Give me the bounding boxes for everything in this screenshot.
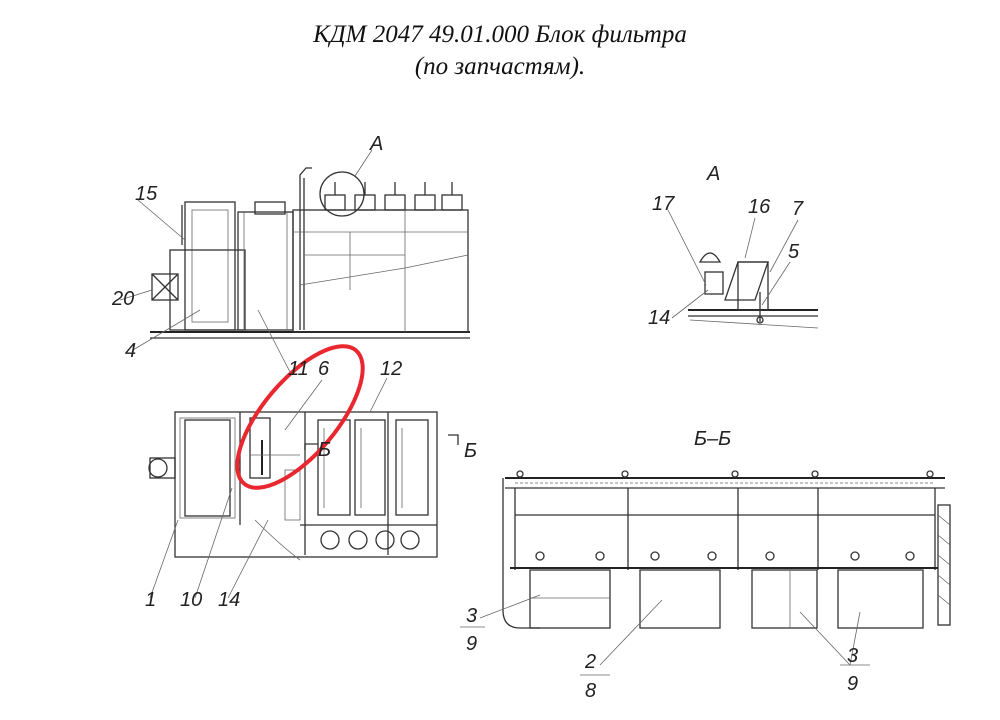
detail-label-5: 5 (788, 241, 800, 263)
section-bb-view (460, 470, 951, 676)
side-view (119, 149, 470, 373)
section-bb-title: Б–Б (694, 428, 731, 450)
section-label-9-left: 9 (466, 633, 477, 655)
detail-a-title: А (706, 163, 720, 185)
section-label-9-right: 9 (847, 673, 858, 695)
section-mark-left: Б (318, 439, 331, 461)
label-14: 14 (218, 589, 240, 611)
valve-row (324, 182, 463, 211)
plan-view (148, 377, 459, 599)
label-15: 15 (135, 183, 158, 205)
label-12: 12 (380, 358, 402, 380)
section-label-2: 2 (584, 651, 596, 673)
label-a-callout: А (369, 133, 383, 155)
label-4: 4 (125, 340, 136, 362)
detail-a-view (667, 209, 819, 329)
section-label-8: 8 (585, 680, 596, 702)
detail-a-circle (319, 171, 365, 217)
label-1: 1 (145, 589, 156, 611)
highlight-ellipse (235, 344, 365, 490)
document-title: КДМ 2047 49.01.000 Блок фильтра (313, 21, 687, 48)
label-6: 6 (318, 358, 330, 380)
label-10: 10 (180, 589, 202, 611)
label-11: 11 (288, 358, 309, 380)
document-subtitle: (по запчастям). (414, 53, 586, 80)
section-mark-right: Б (464, 440, 477, 462)
detail-label-7: 7 (792, 198, 804, 220)
label-20: 20 (111, 288, 134, 310)
detail-label-17: 17 (652, 193, 675, 215)
detail-label-16: 16 (748, 196, 771, 218)
detail-label-14: 14 (648, 307, 670, 329)
section-label-3-right: 3 (847, 645, 858, 667)
section-label-3-left: 3 (466, 605, 477, 627)
